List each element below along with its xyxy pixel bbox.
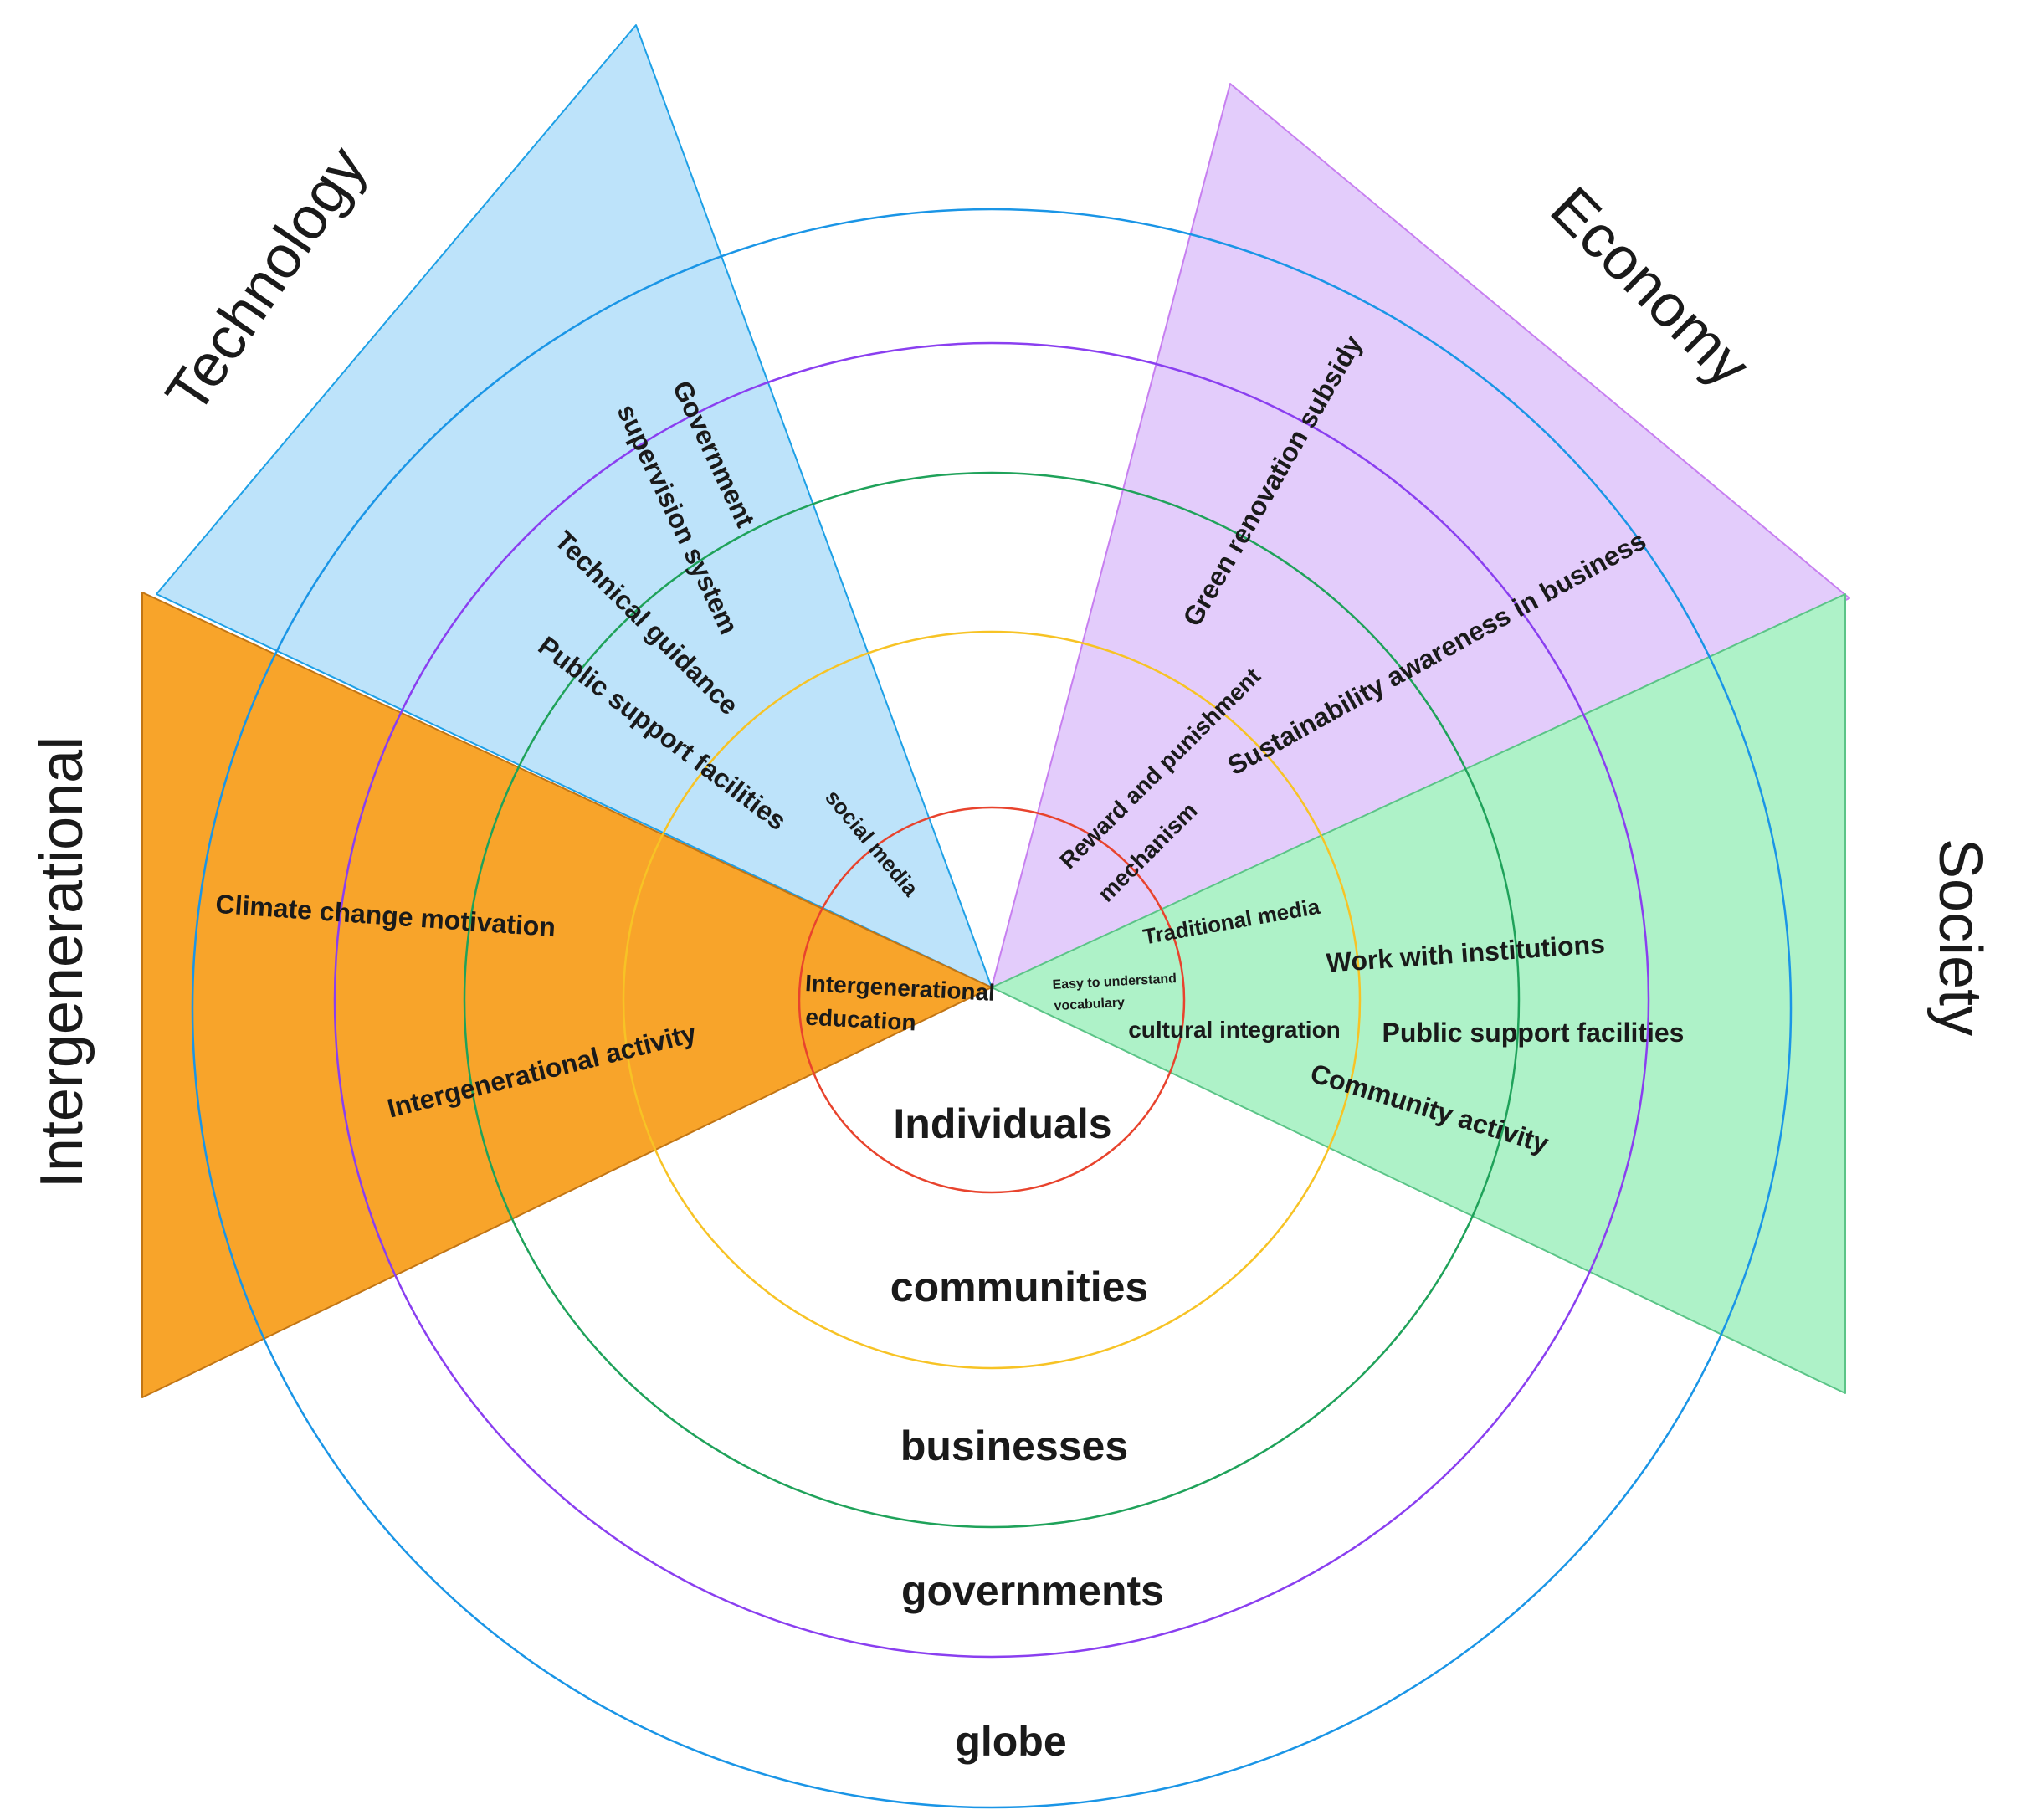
intergenerational-sector (141, 592, 993, 1398)
sector-title-intergenerational: Intergenerational (28, 736, 95, 1188)
society-sector (991, 593, 1846, 1394)
ring-individuals (798, 806, 1186, 1194)
society-item-public-support: Public support facilities (1382, 1018, 1685, 1048)
ring-governments (333, 341, 1650, 1659)
society-item-easy-vocab-line2: vocabulary (1054, 996, 1125, 1013)
society-item-cultural-integration: cultural integration (1128, 1017, 1341, 1043)
level-label-governments: governments (901, 1567, 1164, 1614)
rings (191, 208, 1793, 1809)
sector-title-economy: Economy (1538, 175, 1763, 400)
level-label-individuals: Individuals (893, 1100, 1111, 1147)
ring-globe (191, 208, 1793, 1809)
sector-title-society: Society (1926, 838, 1993, 1036)
technology-sector (156, 24, 993, 988)
level-label-businesses: businesses (900, 1423, 1128, 1469)
level-label-communities: communities (890, 1264, 1148, 1310)
intergen-item-intergen-edu-line2: education (805, 1004, 917, 1036)
ring-businesses (463, 471, 1521, 1529)
level-label-globe: globe (955, 1718, 1066, 1765)
ring-communities (622, 630, 1362, 1370)
